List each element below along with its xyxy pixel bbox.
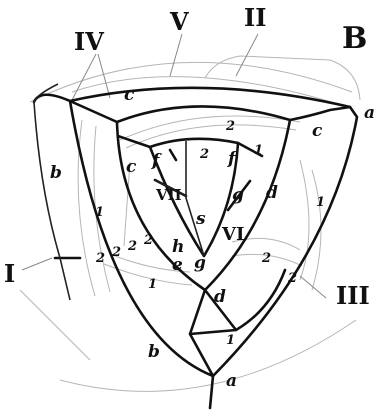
label-III: III [336,281,370,310]
label-2-left-b: 2 [111,245,121,260]
wall-inner-left [118,136,150,147]
label-1-upper-right: 1 [254,143,263,158]
label-2-right-a: 2 [261,251,271,266]
label-g-upper: g [232,185,244,205]
inner-faint-arc-1 [120,116,300,140]
label-IV: IV [74,27,104,56]
label-c-right: c [312,121,323,141]
wall-stem [210,376,213,408]
leader-I [22,258,52,270]
label-2-left-c: 2 [127,239,137,254]
bold-cell-walls [34,88,357,408]
leader-IV-b [98,54,110,98]
label-II: II [244,3,266,32]
label-1-left: 1 [95,205,104,220]
label-V: V [169,7,189,36]
label-1-bottom: 1 [226,333,235,348]
wall-left-to-middle [70,101,117,122]
label-b-bottom: b [148,342,160,362]
leader-V [170,34,182,76]
label-1-right: 1 [316,195,325,210]
label-s: s [195,209,206,229]
leader-II [236,34,258,76]
label-g-lower: g [194,253,206,273]
label-1-lower-left: 1 [148,277,157,292]
label-b-left: b [50,163,62,183]
wall-lower-right [190,270,285,334]
label-I: I [4,259,15,288]
label-f-left: f [151,151,162,171]
label-a-right: a [364,103,375,123]
label-h: h [172,237,184,257]
wall-a-to-middle [290,107,350,120]
outer-faint-arc [30,62,352,102]
wall-top-inner [170,150,176,160]
bottom-faint-arc [60,320,356,391]
outer-faint-arc-2 [72,77,338,104]
label-a-bottom: a [226,371,237,391]
label-d-lower: d [214,287,226,307]
label-e: e [172,255,183,275]
label-VI: VI [221,224,244,245]
leader-III [300,276,326,298]
label-2-right-b: 2 [287,271,297,286]
bottom-left-faint-arc [20,290,90,360]
label-VII: VII [155,186,182,204]
label-2-left-d: 2 [143,233,153,248]
label-2-top: 2 [225,119,235,134]
label-2-center: 2 [199,147,209,162]
panel-label: B [342,21,367,56]
left-outer-edge [34,102,70,300]
label-c-left: c [126,157,137,177]
label-c-top: c [124,85,135,105]
label-d-upper: d [266,183,278,203]
label-2-left-a: 2 [95,251,105,266]
left-outer-flap [34,84,58,102]
left-faint-arc-1 [78,120,95,296]
